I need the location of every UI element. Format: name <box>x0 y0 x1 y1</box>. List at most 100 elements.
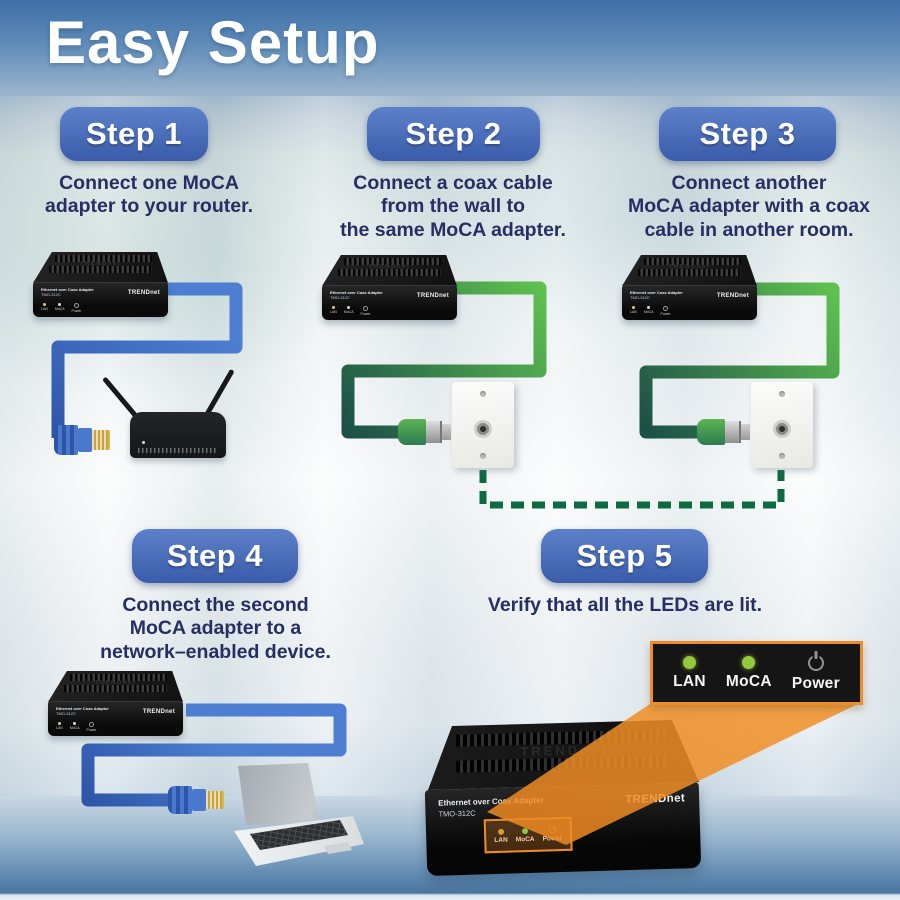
moca-led <box>58 303 62 306</box>
lan-led <box>497 828 504 835</box>
trendnet-logo: TRENDnet <box>142 709 175 715</box>
moca-label: MoCA <box>643 310 654 314</box>
moca-adapter-step2: TRENDnet Ethernet over Coax Adapter TMO-… <box>322 255 457 320</box>
moca-adapter-step1: TRENDnet Ethernet over Coax Adapter TMO-… <box>33 252 168 317</box>
lan-led <box>57 722 61 725</box>
router-led <box>142 441 145 444</box>
adapter-top: TRENDnet <box>33 252 168 283</box>
coax-nut <box>426 420 442 444</box>
rj45-boot <box>54 425 78 455</box>
moca-label: MoCA <box>69 726 80 730</box>
page-title: Easy Setup <box>46 9 380 76</box>
coax-connector-step2 <box>398 419 456 445</box>
model-number: TMO-312C <box>330 295 350 300</box>
step-2-description: Connect a coax cable from the wall to th… <box>340 172 566 241</box>
trendnet-logo: TRENDnet <box>716 293 749 299</box>
power-label: Power <box>71 309 82 313</box>
coax-jack-icon <box>773 420 791 438</box>
power-label: Power <box>791 674 840 692</box>
screw-icon <box>779 391 785 397</box>
device-front: Ethernet over Coax Adapter TMO-312C LAN … <box>424 781 702 877</box>
moca-label: MoCA <box>725 672 772 690</box>
lan-led <box>331 306 335 309</box>
vent <box>49 266 152 273</box>
rj45-head <box>206 791 224 809</box>
product-name: Ethernet over Coax Adapter <box>41 287 94 292</box>
laptop <box>230 758 372 870</box>
rj45-connector-step4 <box>168 786 228 814</box>
adapter-top: TRENDnet <box>622 255 757 286</box>
step-3-pill: Step 3 <box>659 107 836 161</box>
rj45-head <box>92 430 110 450</box>
power-label: Power <box>660 312 671 316</box>
screw-icon <box>779 453 785 459</box>
lan-label: LAN <box>41 307 48 311</box>
adapter-top: TRENDnet <box>48 671 183 702</box>
power-icon <box>548 826 556 834</box>
lan-label: LAN <box>330 310 337 314</box>
led-highlight-box: LAN MoCA Power <box>483 816 573 854</box>
in-wall-coax-dashed-link <box>479 470 785 509</box>
product-name: Ethernet over Coax Adapter <box>330 290 383 295</box>
wall-plate-step2 <box>452 382 514 468</box>
led-row: LAN MoCA Power <box>56 722 96 732</box>
lan-label: LAN <box>673 672 706 690</box>
step-5-description: Verify that all the LEDs are lit. <box>487 594 763 616</box>
power-label: Power <box>360 312 371 316</box>
step-2-pill: Step 2 <box>367 107 540 161</box>
vent <box>344 258 441 265</box>
power-led-closeup: Power <box>792 654 840 693</box>
vent <box>644 258 741 265</box>
vent <box>64 685 167 692</box>
adapter-front: Ethernet over Coax Adapter TMO-312C LAN … <box>322 285 457 320</box>
moca-adapter-step4: TRENDnet Ethernet over Coax Adapter TMO-… <box>48 671 183 736</box>
led-row: LAN MoCA Power <box>330 306 370 316</box>
coax-tip <box>442 424 451 440</box>
step-4-description: Connect the second MoCA adapter to a net… <box>100 594 331 663</box>
embossed-brand: TRENDnet <box>368 264 411 270</box>
led-row: LAN MoCA Power <box>630 306 670 316</box>
model-number: TMO-312C <box>630 295 650 300</box>
lan-label: LAN <box>494 836 508 844</box>
wall-plate-step3 <box>751 382 813 468</box>
power-icon <box>363 306 368 311</box>
product-name: Ethernet over Coax Adapter <box>438 795 544 808</box>
power-icon <box>89 722 94 727</box>
power-label: Power <box>542 835 563 843</box>
vent <box>638 269 741 276</box>
coax-tip <box>741 424 750 440</box>
trendnet-logo: TRENDnet <box>624 792 686 807</box>
router-vents <box>138 448 218 453</box>
power-label: Power <box>86 728 97 732</box>
coax-jack-icon <box>474 420 492 438</box>
embossed-brand: TRENDnet <box>668 264 711 270</box>
embossed-brand: TRENDnet <box>79 261 122 267</box>
trendnet-device-large: TRENDnet Ethernet over Coax Adapter TMO-… <box>422 716 707 878</box>
led-panel-closeup: LAN MoCA Power <box>650 641 863 705</box>
coax-boot <box>398 419 426 445</box>
power-icon <box>663 306 668 311</box>
lan-led <box>631 306 635 309</box>
moca-led <box>742 655 756 669</box>
trendnet-logo: TRENDnet <box>127 290 160 296</box>
model-number: TMO-312C <box>56 711 76 716</box>
coax-boot <box>697 419 725 445</box>
moca-led-closeup: MoCA <box>725 655 772 691</box>
lan-label: LAN <box>630 310 637 314</box>
step-5-pill: Step 5 <box>541 529 708 583</box>
moca-label: MoCA <box>515 835 535 843</box>
power-icon <box>807 654 824 671</box>
product-name: Ethernet over Coax Adapter <box>630 290 683 295</box>
moca-led <box>647 306 651 309</box>
lan-led <box>42 303 46 306</box>
step-1-description: Connect one MoCA adapter to your router. <box>44 172 254 218</box>
product-name: Ethernet over Coax Adapter <box>56 706 109 711</box>
moca-led <box>73 722 77 725</box>
laptop-screen <box>238 763 320 825</box>
moca-adapter-step3: TRENDnet Ethernet over Coax Adapter TMO-… <box>622 255 757 320</box>
moca-label: MoCA <box>54 307 65 311</box>
adapter-front: Ethernet over Coax Adapter TMO-312C LAN … <box>33 282 168 317</box>
coax-nut <box>725 420 741 444</box>
power-icon <box>74 303 79 308</box>
